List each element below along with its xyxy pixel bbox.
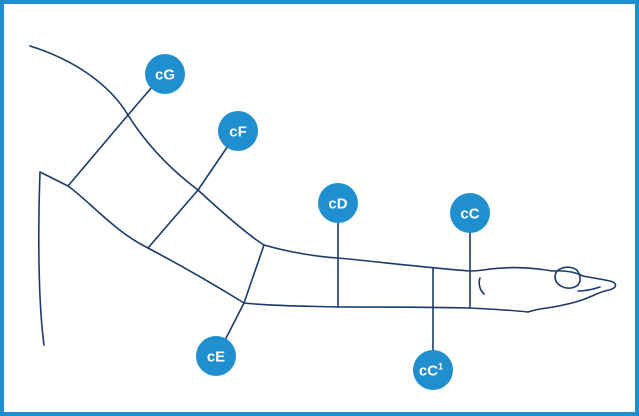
badge-cF: cF	[218, 111, 258, 151]
forearm-top-line	[263, 244, 491, 272]
badge-label-cD: cD	[328, 196, 347, 213]
arm-outline	[29, 45, 617, 346]
measurement-lines	[67, 114, 471, 309]
measure-line-cG	[67, 114, 129, 187]
badge-cC1: cC1	[413, 350, 453, 390]
badge-cE: cE	[196, 336, 236, 376]
badge-cD: cD	[318, 183, 358, 223]
body-side-line	[38, 171, 45, 346]
badge-cG: cG	[145, 54, 185, 94]
forearm-bottom-line	[243, 302, 529, 313]
shoulder-back-line	[29, 45, 265, 246]
badge-cC: cC	[450, 193, 490, 233]
measure-line-cE	[243, 244, 265, 304]
badge-label-cC1-superscript: 1	[438, 362, 443, 372]
hand-outline	[489, 266, 617, 313]
palm-crease	[577, 286, 601, 292]
wrist-crease	[478, 277, 485, 295]
badge-label-cF: cF	[229, 124, 247, 141]
leader-lines	[127, 79, 471, 357]
badge-label-cC1-base: cC	[419, 363, 438, 380]
badge-label-cC1: cC1	[419, 362, 443, 380]
leader-cF	[197, 139, 233, 191]
badge-label-cC: cC	[460, 206, 479, 223]
measure-line-cF	[147, 189, 199, 249]
thumb-outline	[554, 266, 581, 289]
badge-label-cE: cE	[207, 349, 225, 366]
badge-label-cG: cG	[155, 67, 175, 84]
armpit-line	[39, 171, 245, 304]
